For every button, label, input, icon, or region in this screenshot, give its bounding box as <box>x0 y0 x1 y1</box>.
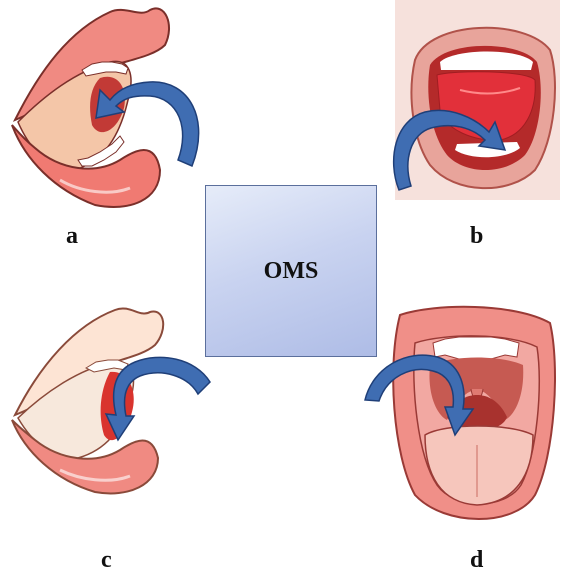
label-b: b <box>470 224 483 248</box>
label-a: a <box>66 224 78 248</box>
mouth-open-illustration-d <box>355 305 566 530</box>
oms-box: OMS <box>205 185 377 357</box>
panel-b <box>385 0 566 200</box>
mouth-side-illustration-a <box>0 0 230 215</box>
mouth-front-illustration-b <box>385 0 566 200</box>
label-d: d <box>470 548 483 572</box>
mouth-side-illustration-c <box>0 300 225 500</box>
panel-d <box>355 305 566 530</box>
label-c: c <box>101 548 112 572</box>
oms-title: OMS <box>264 258 319 285</box>
panel-c <box>0 300 225 500</box>
panel-a <box>0 0 230 215</box>
